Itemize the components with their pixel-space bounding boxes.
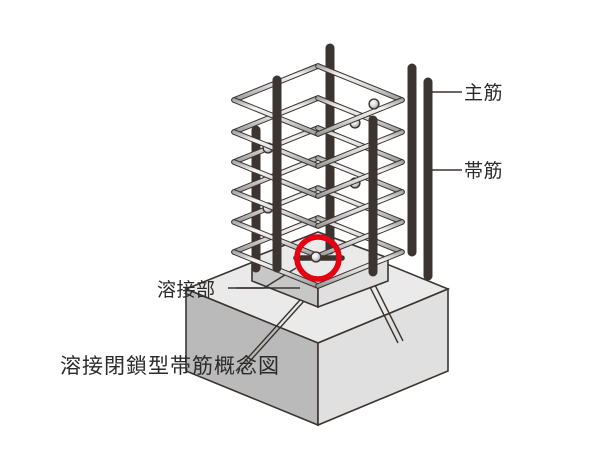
weld-node-highlighted	[293, 251, 345, 263]
diagram-caption: 溶接閉鎖型帯筋概念図	[60, 355, 280, 378]
label-weld: 溶接部	[157, 280, 216, 301]
weld-highlight-circle	[294, 234, 342, 282]
label-hoop-bar: 帯筋	[464, 161, 504, 182]
label-main-bar: 主筋	[464, 83, 504, 104]
